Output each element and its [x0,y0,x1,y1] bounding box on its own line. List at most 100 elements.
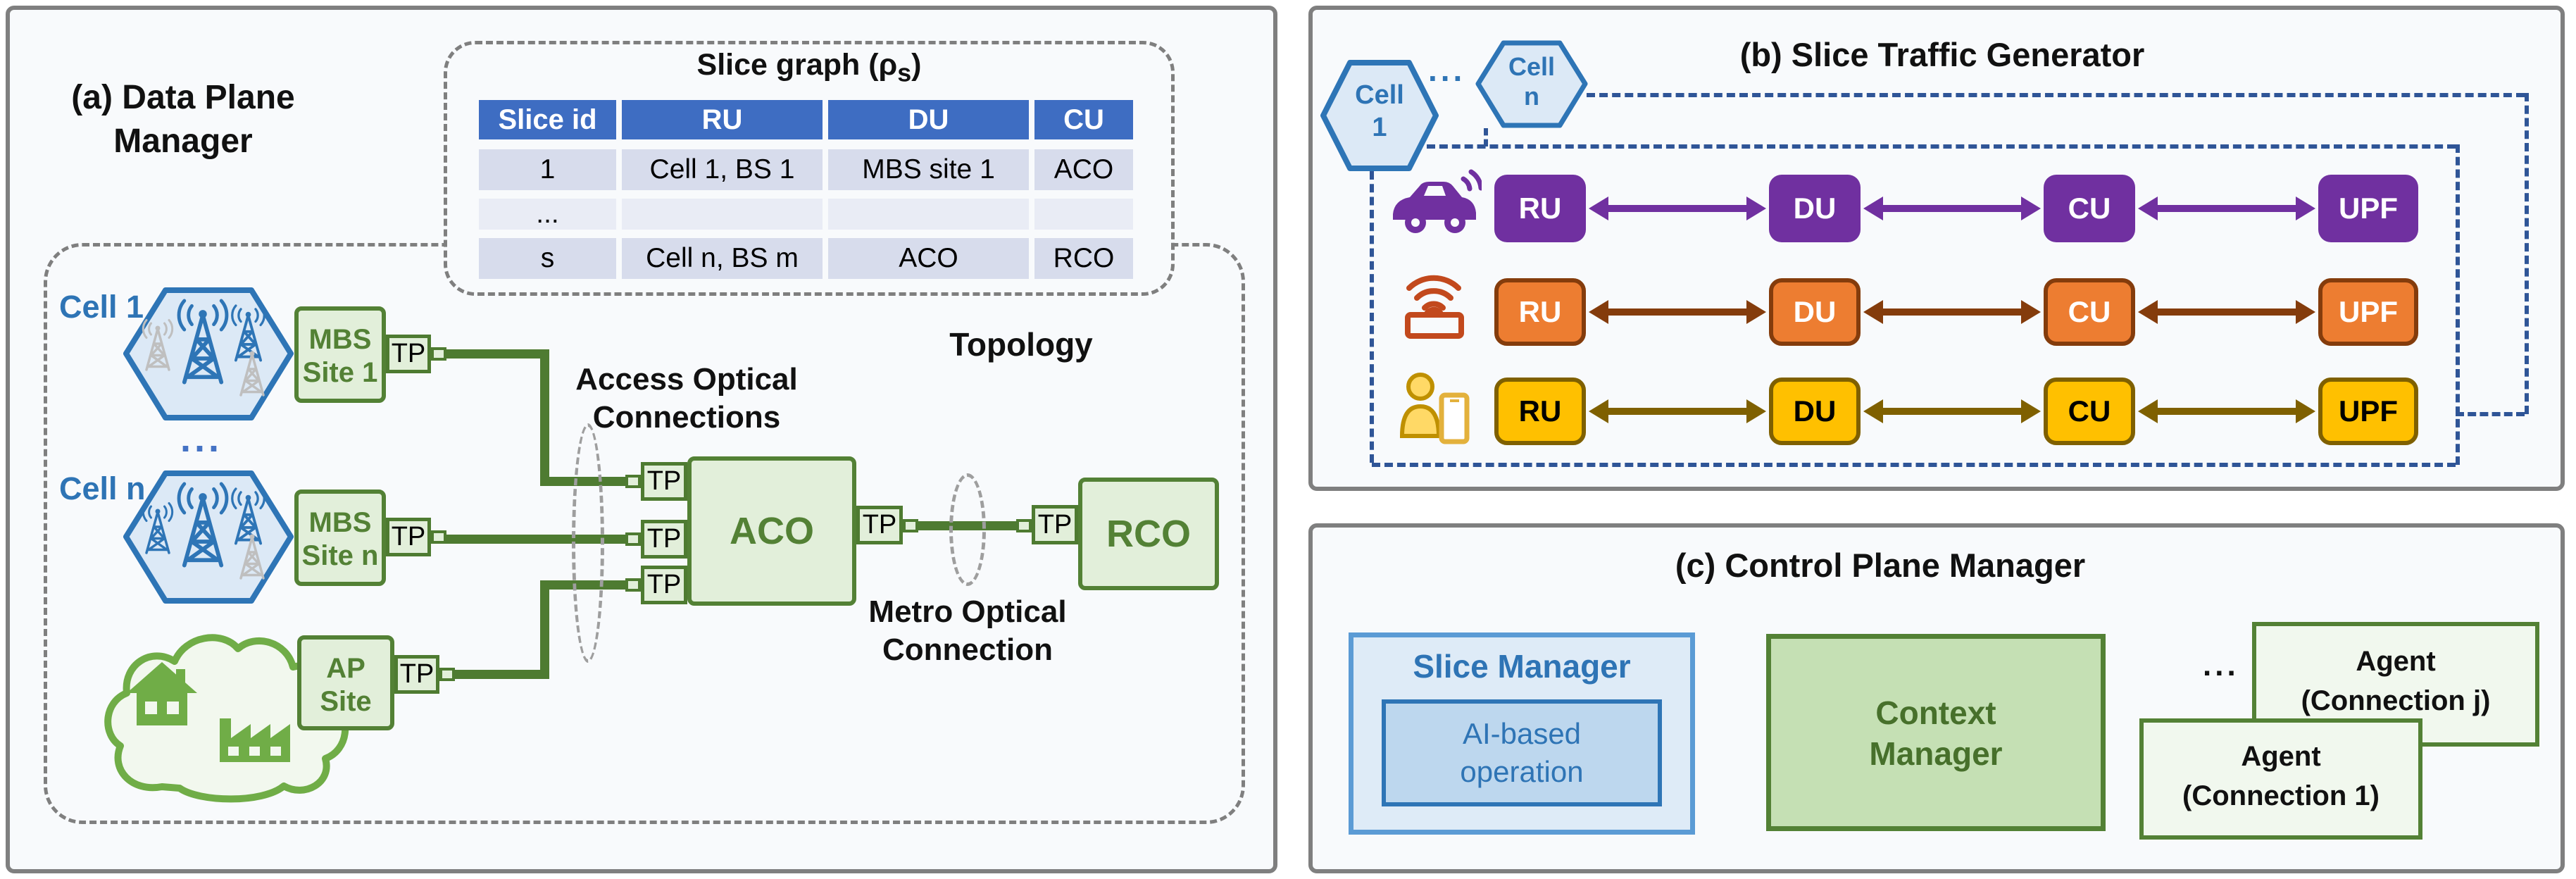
ai-line2: operation [1460,755,1584,788]
cell-slice-id-s: s [479,238,616,279]
mbs-site-1-line1: MBS [308,324,372,355]
slice3-ru: RU [1494,378,1586,445]
mbs-site-n-line1: MBS [308,507,372,538]
cell-du-s: ACO [828,238,1029,279]
mbs-site-1-line2: Site 1 [302,357,378,388]
cell1-b-line1: Cell [1355,80,1404,110]
cells-ellipsis-b: ... [1428,51,1466,88]
context-line1: Context [1875,694,1996,731]
bidirectional-arrow [1863,197,2041,220]
agent-j-line1: Agent [2356,646,2436,677]
optical-link-segment [455,670,549,679]
mbs-site-n-line2: Site n [301,540,379,571]
bidirectional-arrow [1863,399,2041,423]
cell-cu-dots [1034,199,1133,230]
tp-port-mbsn: TP [386,518,431,556]
factory-icon [220,718,290,762]
metro-optical-label: Metro Optical Connection [827,593,1108,669]
ai-line1: AI-based [1462,717,1582,750]
aco-label: ACO [730,510,814,552]
tp-port-mbs1: TP [386,335,431,373]
metro-optical-label-line1: Metro Optical [868,594,1067,629]
cell-ru-dots [622,199,823,230]
slice3-cu: CU [2044,378,2135,445]
cell-cu-s: RCO [1034,238,1133,279]
celln-b-line1: Cell [1508,52,1556,81]
slice2-cu: CU [2044,278,2135,346]
slice1-du: DU [1769,175,1861,242]
table-row: ... [479,199,1133,230]
tp-port-aco-right: TP [856,506,903,544]
celln-b-line2: n [1524,82,1539,111]
panel-b-title: (b) Slice Traffic Generator [1739,36,2145,73]
connector-nub [625,532,641,546]
slice-manager-title: Slice Manager [1413,648,1631,685]
cell1-label: Cell 1 [59,289,144,325]
traffic-path-cell1-left [1370,171,1374,463]
panel-a-title-line1: (a) Data Plane [71,79,295,116]
celln-hexagon [123,470,294,604]
col-header-slice-id: Slice id [479,100,616,139]
slice2-upf: UPF [2318,278,2418,346]
bidirectional-arrow [1589,300,1766,324]
rco-node: RCO [1078,478,1219,590]
cell1-b-label: Cell 1 [1320,79,1439,144]
slice1-cu: CU [2044,175,2135,242]
agent-1-line2: (Connection 1) [2182,780,2380,811]
rco-label: RCO [1106,513,1191,555]
connector-nub [431,530,446,544]
bidirectional-arrow [2138,300,2315,324]
cell1-b-line2: 1 [1372,113,1387,142]
agent-j-line2: (Connection j) [2301,685,2491,716]
agent-1-line1: Agent [2241,741,2321,772]
connector-nub [1016,519,1032,532]
connector-nub [431,347,446,361]
iot-device-icon [1405,275,1464,339]
optical-link-segment [540,349,549,486]
optical-link-segment [540,580,549,679]
cell-slice-id-dots: ... [479,199,616,230]
slice-graph-title-sub: s [897,58,912,87]
cell-du-1: MBS site 1 [828,149,1029,190]
col-header-ru: RU [622,100,823,139]
connector-nub [625,475,641,488]
celln-b-label: Cell n [1475,52,1588,111]
access-optical-label-line2: Connections [592,400,781,435]
bidirectional-arrow [1589,197,1766,220]
traffic-path-cell1-right [2456,144,2460,465]
car-icon [1393,169,1482,233]
tp-port-aco-2: TP [641,520,687,559]
panel-a-title-line2: Manager [113,123,253,160]
cells-ellipsis-a: ... [180,418,223,460]
cell-ru-s: Cell n, BS m [622,238,823,279]
slice2-du: DU [1769,278,1861,346]
slice-table-header: Slice id RU DU CU [479,100,1133,139]
table-row: s Cell n, BS m ACO RCO [479,238,1133,279]
slice-graph-title-text: Slice graph (ρ [696,48,898,82]
cell1-hexagon-b [1320,60,1439,171]
tp-port-aco-1: TP [641,462,687,501]
optical-link-segment [446,349,549,359]
col-header-cu: CU [1034,100,1133,139]
agents-ellipsis: ... [2203,648,2239,682]
access-optical-label-line1: Access Optical [575,362,798,397]
access-connections-ellipse [572,423,604,663]
user-phone-icon [1399,373,1470,444]
ap-site-box: AP Site [297,635,394,730]
agent-connection-1-box: Agent (Connection 1) [2139,718,2422,840]
traffic-path-celln-top [1587,93,2525,97]
traffic-path-celln-right [2525,93,2529,414]
col-header-du: DU [828,100,1029,139]
cell-cu-1: ACO [1034,149,1133,190]
slice1-ru: RU [1494,175,1586,242]
cell-slice-id-1: 1 [479,149,616,190]
slice3-du: DU [1769,378,1861,445]
cell-du-dots [828,199,1029,230]
mbs-site-1-box: MBS Site 1 [294,306,386,403]
panel-c-title: (c) Control Plane Manager [1675,547,2086,584]
slice1-upf: UPF [2318,175,2418,242]
traffic-path-cell1-top [1427,144,2456,149]
table-row: 1 Cell 1, BS 1 MBS site 1 ACO [479,149,1133,190]
context-manager-box: Context Manager [1766,634,2106,831]
connector-nub [903,519,918,532]
